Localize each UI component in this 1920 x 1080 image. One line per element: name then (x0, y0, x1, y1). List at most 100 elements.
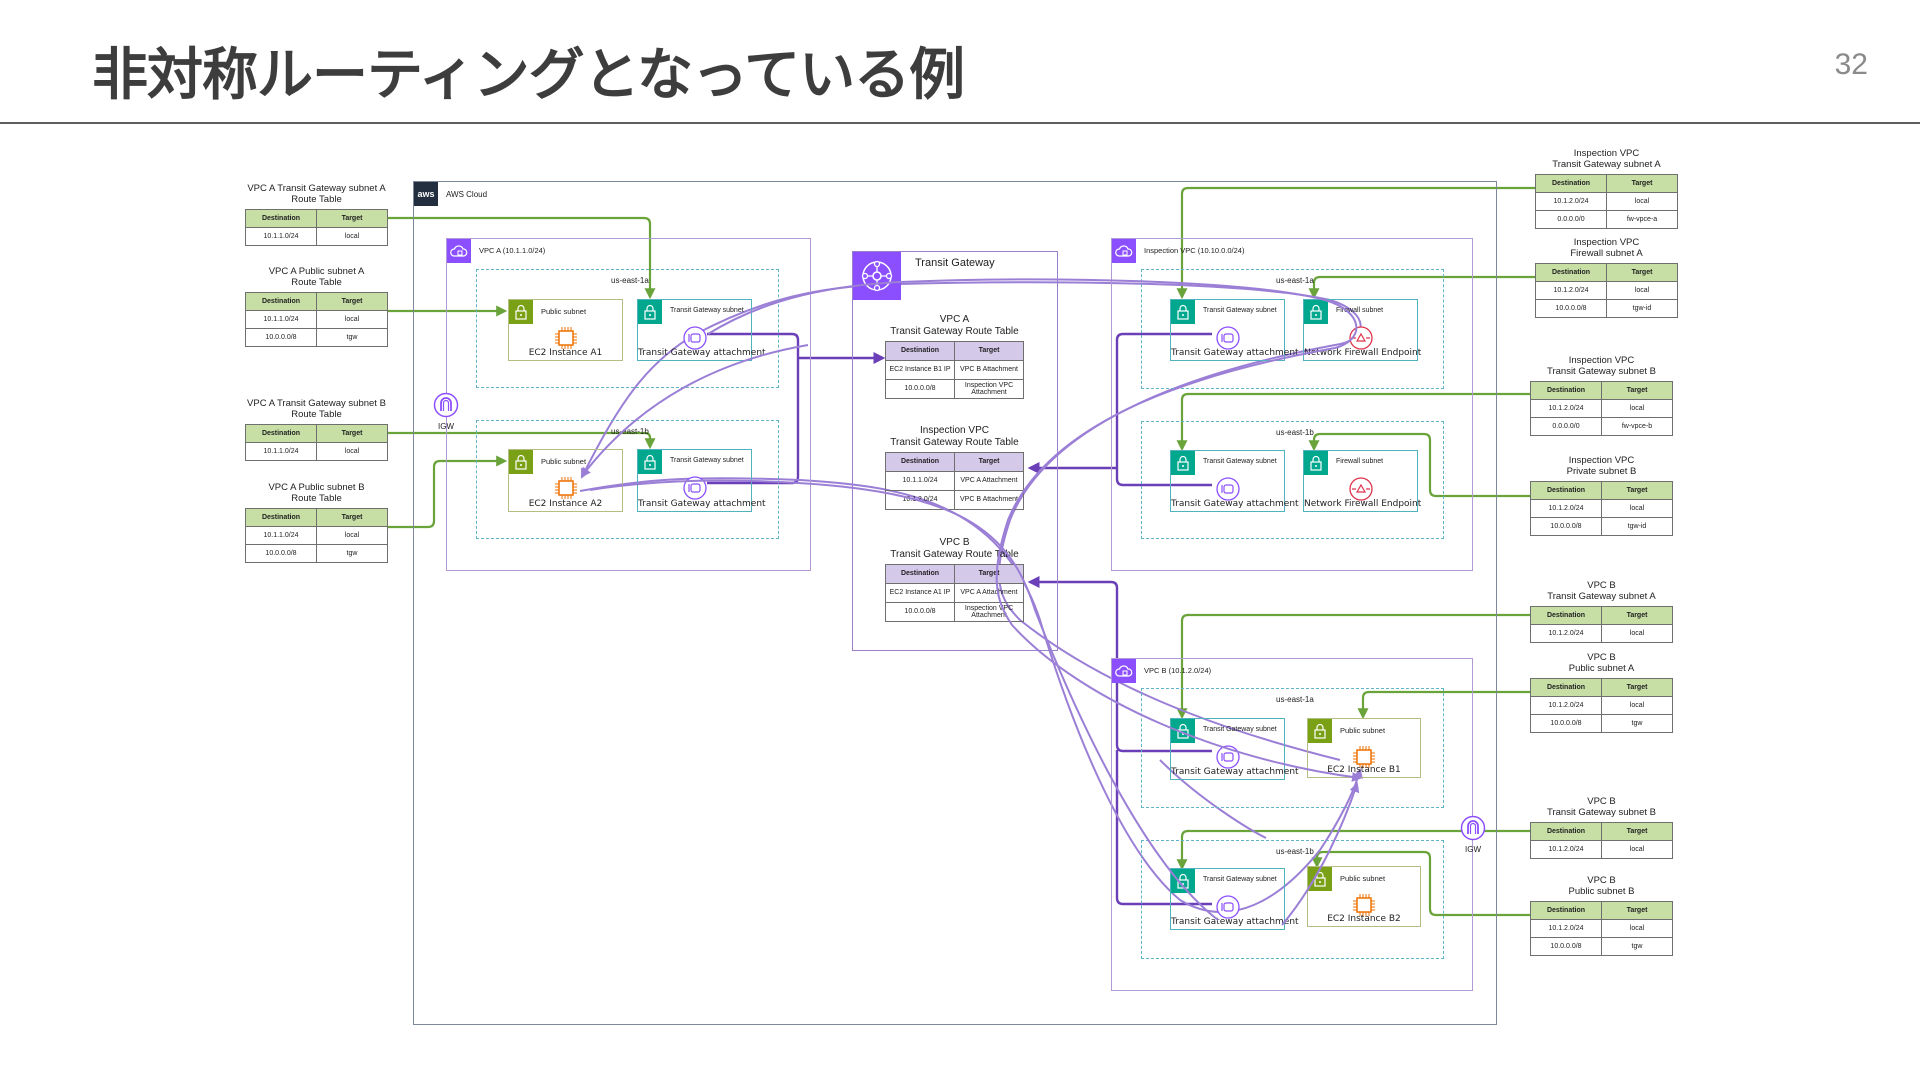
header-destination: Destination (1530, 678, 1602, 697)
cell-target: VPC B Attachment (954, 360, 1024, 380)
subnet-label: Public subnet (541, 457, 587, 466)
aws-cloud-label: AWS Cloud (446, 190, 488, 199)
rt-title: VPC A Public subnet B (268, 482, 365, 493)
header-destination: Destination (245, 209, 317, 228)
firewall-endpoint-label: Network Firewall Endpoint (1304, 348, 1422, 358)
cell-destination: 10.0.0.0/8 (245, 544, 317, 563)
header-target: Target (1601, 606, 1673, 625)
cell-destination: 10.1.2.0/24 (1530, 499, 1602, 518)
inspection-firewall-subnet-b[interactable]: Firewall subnet Network Firewall Endpoin… (1303, 450, 1422, 512)
vpc-a-label: VPC A (10.1.1.0/24) (479, 246, 546, 255)
cell-destination: 10.1.2.0/24 (1530, 399, 1602, 418)
lock-icon (1171, 719, 1195, 743)
rt-subtitle: Transit Gateway subnet A (1552, 159, 1661, 170)
rt-title: VPC B (1587, 652, 1616, 663)
header-destination: Destination (1530, 822, 1602, 841)
header-target: Target (954, 452, 1024, 472)
lock-icon (1308, 719, 1332, 743)
header-target: Target (1601, 678, 1673, 697)
cell-destination: 10.1.2.0/24 (885, 490, 955, 510)
rt-subtitle: Transit Gateway Route Table (890, 325, 1019, 337)
lock-icon (509, 300, 533, 324)
rt-subtitle: Transit Gateway Route Table (890, 548, 1019, 560)
rt-subtitle: Public subnet B (1568, 886, 1635, 897)
header-destination: Destination (885, 341, 955, 361)
cell-destination: EC2 Instance A1 IP (885, 583, 955, 603)
header-target: Target (1601, 481, 1673, 500)
vpc-b-public-subnet-a[interactable]: Public subnet EC2 Instance B1 (1307, 718, 1421, 778)
vpc-a-tgw-subnet-b[interactable]: Transit Gateway subnet Transit Gateway a… (637, 449, 766, 512)
cell-target: local (1601, 919, 1673, 938)
rt-subtitle: Transit Gateway Route Table (890, 436, 1019, 448)
cell-target: local (1606, 192, 1678, 211)
cell-target: tgw (1601, 937, 1673, 956)
lock-icon (1171, 300, 1195, 324)
header-target: Target (316, 508, 388, 527)
vpc-a-public-subnet-b[interactable]: Public subnet EC2 Instance A2 (508, 449, 623, 512)
cell-target: VPC A Attachment (954, 471, 1024, 491)
cell-destination: 10.1.2.0/24 (1530, 624, 1602, 643)
rt-title: VPC B (939, 537, 970, 548)
header-divider (0, 122, 1920, 124)
cell-target: local (316, 442, 388, 461)
lock-icon (1304, 300, 1328, 324)
vpc-a-public-subnet-a[interactable]: Public subnet EC2 Instance A1 (508, 299, 623, 361)
header-target: Target (1601, 822, 1673, 841)
header-destination: Destination (1535, 263, 1607, 282)
lock-icon (638, 450, 662, 474)
header-destination: Destination (1530, 606, 1602, 625)
cell-destination: 10.1.2.0/24 (1530, 919, 1602, 938)
header-destination: Destination (1530, 901, 1602, 920)
inspection-tgw-subnet-b[interactable]: Transit Gateway subnet Transit Gateway a… (1170, 450, 1299, 512)
cell-destination: EC2 Instance B1 IP (885, 360, 955, 380)
cell-destination: 10.1.2.0/24 (1530, 840, 1602, 859)
firewall-endpoint-label: Network Firewall Endpoint (1304, 499, 1422, 509)
internet-gateway-icon (1460, 815, 1486, 841)
az-label: us-east-1a (1276, 276, 1314, 285)
cell-target: VPC A Attachment (954, 583, 1024, 603)
cell-target: local (1601, 696, 1673, 715)
lock-icon (638, 300, 662, 324)
vpc-cloud-icon (447, 239, 471, 263)
aws-cloud-group: aws AWS Cloud (413, 181, 1497, 1025)
cell-destination: 10.0.0.0/8 (1530, 937, 1602, 956)
inspection-tgw-subnet-a[interactable]: Transit Gateway subnet Transit Gateway a… (1170, 299, 1299, 361)
vpc-b-tgw-subnet-b[interactable]: Transit Gateway subnet Transit Gateway a… (1170, 868, 1299, 930)
cell-destination: 10.0.0.0/8 (1535, 299, 1607, 318)
vpc-b-public-subnet-b[interactable]: Public subnet EC2 Instance B2 (1307, 866, 1421, 927)
lock-icon (1171, 451, 1195, 475)
header-target: Target (316, 209, 388, 228)
igw-label: IGW (1465, 845, 1481, 854)
vpc-a-tgw-subnet-a[interactable]: Transit Gateway subnet Transit Gateway a… (637, 299, 766, 361)
cell-destination: 10.0.0.0/8 (245, 328, 317, 347)
rt-subtitle: Transit Gateway subnet B (1547, 807, 1656, 818)
header-destination: Destination (885, 452, 955, 472)
cell-destination: 10.0.0.0/8 (1530, 517, 1602, 536)
cell-destination: 10.0.0.0/8 (1530, 714, 1602, 733)
subnet-label: Public subnet (1340, 726, 1386, 735)
cell-destination: 10.1.2.0/24 (1535, 281, 1607, 300)
cell-target: local (316, 310, 388, 329)
vpc-b-tgw-subnet-a[interactable]: Transit Gateway subnet Transit Gateway a… (1170, 718, 1299, 780)
rt-title: VPC A (939, 314, 970, 325)
inspection-firewall-subnet-a[interactable]: Firewall subnet Network Firewall Endpoin… (1303, 299, 1422, 361)
